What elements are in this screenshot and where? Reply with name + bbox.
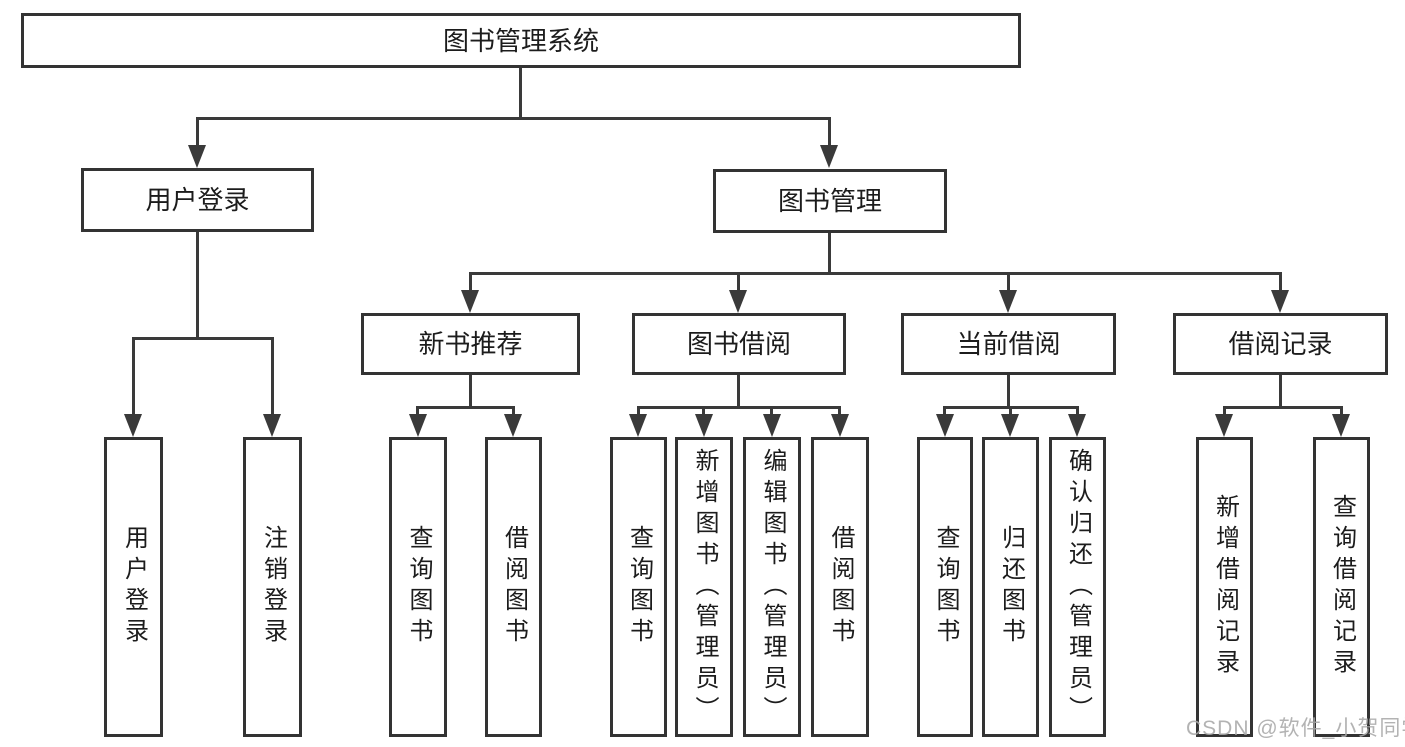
- node-label: 借阅图书: [500, 525, 528, 649]
- connector-line: [271, 337, 274, 417]
- arrow-down-icon: [820, 145, 838, 168]
- arrow-down-icon: [695, 414, 713, 437]
- connector-line: [828, 117, 831, 148]
- node-leaf-confirm-return-admin: 确认归还（管理员）: [1049, 437, 1106, 737]
- connector-line: [702, 406, 705, 418]
- connector-line: [1223, 406, 1343, 409]
- connector-line: [519, 68, 522, 120]
- connector-line: [196, 117, 199, 148]
- node-leaf-add-book-admin: 新增图书（管理员）: [675, 437, 733, 737]
- node-leaf-borrow-book-2: 借阅图书: [811, 437, 869, 737]
- arrow-down-icon: [999, 290, 1017, 313]
- node-leaf-query-book-2: 查询图书: [610, 437, 667, 737]
- connector-line: [469, 272, 1281, 275]
- arrow-down-icon: [729, 290, 747, 313]
- node-leaf-edit-book-admin: 编辑图书（管理员）: [743, 437, 801, 737]
- connector-line: [196, 232, 199, 340]
- connector-line: [1279, 375, 1282, 409]
- node-leaf-borrow-book-1: 借阅图书: [485, 437, 542, 737]
- node-leaf-query-book-1: 查询图书: [389, 437, 447, 737]
- connector-line: [196, 117, 831, 120]
- node-book-management: 图书管理: [713, 169, 947, 233]
- node-label: 确认归还（管理员）: [1064, 447, 1092, 727]
- arrow-down-icon: [263, 414, 281, 437]
- arrow-down-icon: [124, 414, 142, 437]
- node-label: 新增图书（管理员）: [691, 447, 718, 727]
- node-leaf-user-login: 用户登录: [104, 437, 163, 737]
- arrow-down-icon: [629, 414, 647, 437]
- node-label: 用户登录: [145, 185, 250, 215]
- node-label: 用户登录: [120, 525, 148, 649]
- node-book-borrow: 图书借阅: [632, 313, 846, 375]
- node-label: 归还图书: [997, 525, 1025, 649]
- connector-line: [1007, 375, 1010, 409]
- node-label: 查询借阅记录: [1328, 494, 1356, 680]
- arrow-down-icon: [831, 414, 849, 437]
- node-current-borrow: 当前借阅: [901, 313, 1116, 375]
- arrow-down-icon: [461, 290, 479, 313]
- node-label: 借阅图书: [827, 525, 854, 649]
- node-user-login: 用户登录: [81, 168, 314, 232]
- node-leaf-query-book-3: 查询图书: [917, 437, 973, 737]
- arrow-down-icon: [188, 145, 206, 168]
- connector-line: [1279, 272, 1282, 294]
- node-label: 新增借阅记录: [1211, 494, 1239, 680]
- connector-line: [1007, 272, 1010, 294]
- node-label: 查询图书: [405, 525, 432, 649]
- node-label: 图书管理系统: [442, 25, 599, 56]
- node-leaf-add-borrow-record: 新增借阅记录: [1196, 437, 1253, 737]
- connector-line: [838, 406, 841, 418]
- connector-line: [1223, 406, 1226, 418]
- connector-line: [469, 375, 472, 409]
- node-label: 借阅记录: [1228, 329, 1333, 359]
- arrow-down-icon: [1332, 414, 1350, 437]
- node-borrow-record: 借阅记录: [1173, 313, 1388, 375]
- arrow-down-icon: [763, 414, 781, 437]
- connector-line: [770, 406, 773, 418]
- connector-line: [828, 233, 831, 275]
- node-label: 注销登录: [259, 525, 287, 649]
- arrow-down-icon: [409, 414, 427, 437]
- node-leaf-logout: 注销登录: [243, 437, 302, 737]
- connector-line: [132, 337, 274, 340]
- connector-line: [132, 337, 135, 417]
- connector-line: [737, 272, 740, 294]
- node-leaf-query-borrow-record: 查询借阅记录: [1313, 437, 1370, 737]
- node-label: 新书推荐: [418, 329, 523, 359]
- watermark: CSDN @软件_小贺同学: [1186, 717, 1405, 740]
- node-root: 图书管理系统: [21, 13, 1021, 68]
- connector-line: [1340, 406, 1343, 418]
- connector-line: [637, 406, 640, 418]
- connector-line: [512, 406, 515, 418]
- connector-line: [1076, 406, 1079, 418]
- connector-line: [469, 272, 472, 294]
- arrow-down-icon: [1271, 290, 1289, 313]
- connector-line: [737, 375, 740, 409]
- node-label: 编辑图书（管理员）: [759, 447, 786, 727]
- node-label: 当前借阅: [956, 329, 1061, 359]
- node-new-book-recommend: 新书推荐: [361, 313, 580, 375]
- arrow-down-icon: [1001, 414, 1019, 437]
- node-label: 图书借阅: [686, 329, 791, 359]
- arrow-down-icon: [1215, 414, 1233, 437]
- node-label: 图书管理: [777, 186, 882, 216]
- node-label: 查询图书: [932, 525, 959, 649]
- connector-line: [416, 406, 515, 409]
- arrow-down-icon: [936, 414, 954, 437]
- connector-line: [1009, 406, 1012, 418]
- node-label: 查询图书: [625, 525, 653, 649]
- arrow-down-icon: [504, 414, 522, 437]
- node-leaf-return-book: 归还图书: [982, 437, 1039, 737]
- connector-line: [943, 406, 946, 418]
- arrow-down-icon: [1068, 414, 1086, 437]
- connector-line: [637, 406, 841, 409]
- connector-line: [416, 406, 419, 418]
